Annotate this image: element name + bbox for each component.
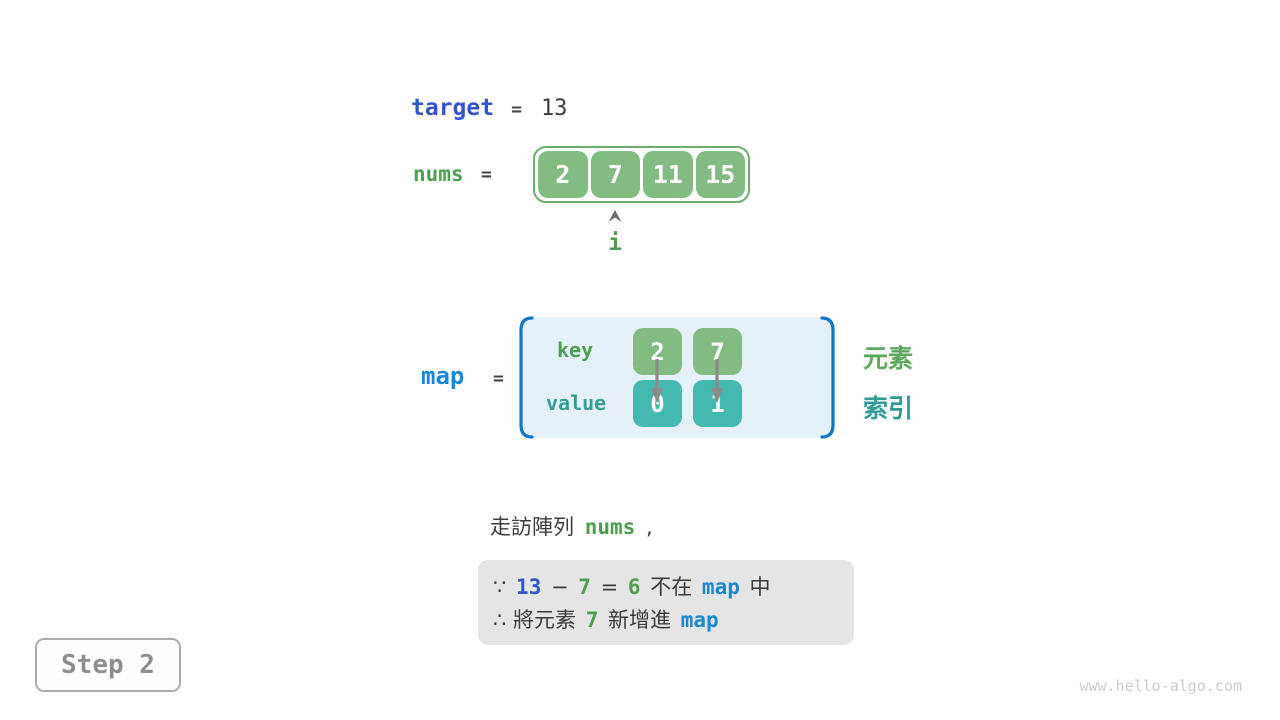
map-left-bracket [519,316,534,439]
target-label: target [411,95,495,121]
map-value-label: value [546,391,607,415]
in-suffix-text: 中 [742,575,771,599]
nums-equals-sign: = [481,164,492,185]
note-element-value: 7 [585,608,599,632]
step-badge: Step 2 [35,638,181,692]
note-line-1: ∵ 13 − 7 = 6 不在 map 中 [493,571,854,604]
nums-label: nums [413,162,464,186]
minus-sign: − [544,575,576,599]
target-value: 13 [540,96,568,121]
element-label: 元素 [863,344,914,373]
pointer-caret-up-icon [608,210,622,222]
nums-cell-3: 15 [695,151,745,198]
note-difference-value: 6 [627,575,641,599]
map-value-cell-0: 0 [633,380,682,427]
target-line: target = 13 [411,95,567,121]
map-key-label: key [557,338,594,362]
map-equals-sign: = [493,368,504,389]
note-line-2: ∴ 將元素 7 新增進 map [493,604,854,637]
map-value-cell-1: 1 [693,380,742,427]
nums-cell-2: 11 [643,151,693,198]
note-map-code-2: map [680,608,719,632]
map-label: map [421,362,465,390]
caption-prefix: 走訪陣列 [490,515,574,539]
note-box: ∵ 13 − 7 = 6 不在 map 中 ∴ 將元素 7 新增進 map [478,560,854,645]
map-box: key value 2 7 0 1 [519,316,835,439]
index-label: 索引 [863,394,914,423]
because-symbol: ∵ [493,575,514,599]
note-map-code: map [701,575,740,599]
note-target-value: 13 [516,575,542,599]
add-into-text: 新增進 [601,608,678,632]
nums-array: 2 7 11 15 [533,146,750,203]
not-in-text: 不在 [643,575,699,599]
equals-sign: = [593,575,625,599]
key-to-value-arrow-1 [711,359,723,403]
therefore-text: ∴ 將元素 [493,608,583,632]
caption-suffix: , [645,515,653,539]
step-label: Step 2 [61,650,155,680]
caption-line: 走訪陣列 nums , [490,511,653,541]
pointer-i-label: i [608,230,622,256]
key-to-value-arrow-0 [651,359,663,403]
watermark: www.hello-algo.com [1079,677,1242,695]
nums-cell-1: 7 [590,151,640,198]
nums-cell-0: 2 [538,151,588,198]
target-equals-sign: = [511,99,522,120]
caption-nums-code: nums [584,515,636,539]
map-right-bracket [820,316,835,439]
note-current-value: 7 [578,575,591,599]
